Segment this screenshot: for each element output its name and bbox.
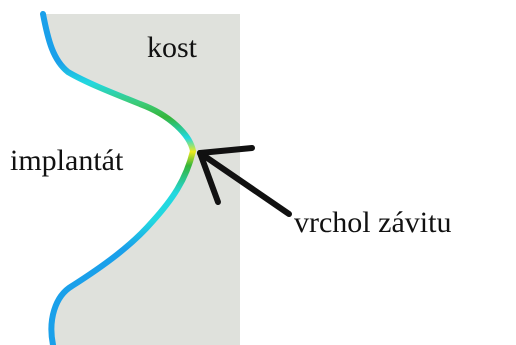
bone-region — [43, 14, 240, 345]
arrow — [197, 145, 292, 217]
arrow-head-lower — [197, 150, 221, 205]
thread-contour-line — [40, 11, 196, 345]
arrow-head-upper — [197, 145, 255, 156]
thread-tip-label: vrchol závitu — [294, 206, 451, 239]
arrow-shaft — [197, 150, 292, 217]
implant-label: implantát — [10, 144, 124, 177]
bone-label: kost — [147, 31, 198, 64]
